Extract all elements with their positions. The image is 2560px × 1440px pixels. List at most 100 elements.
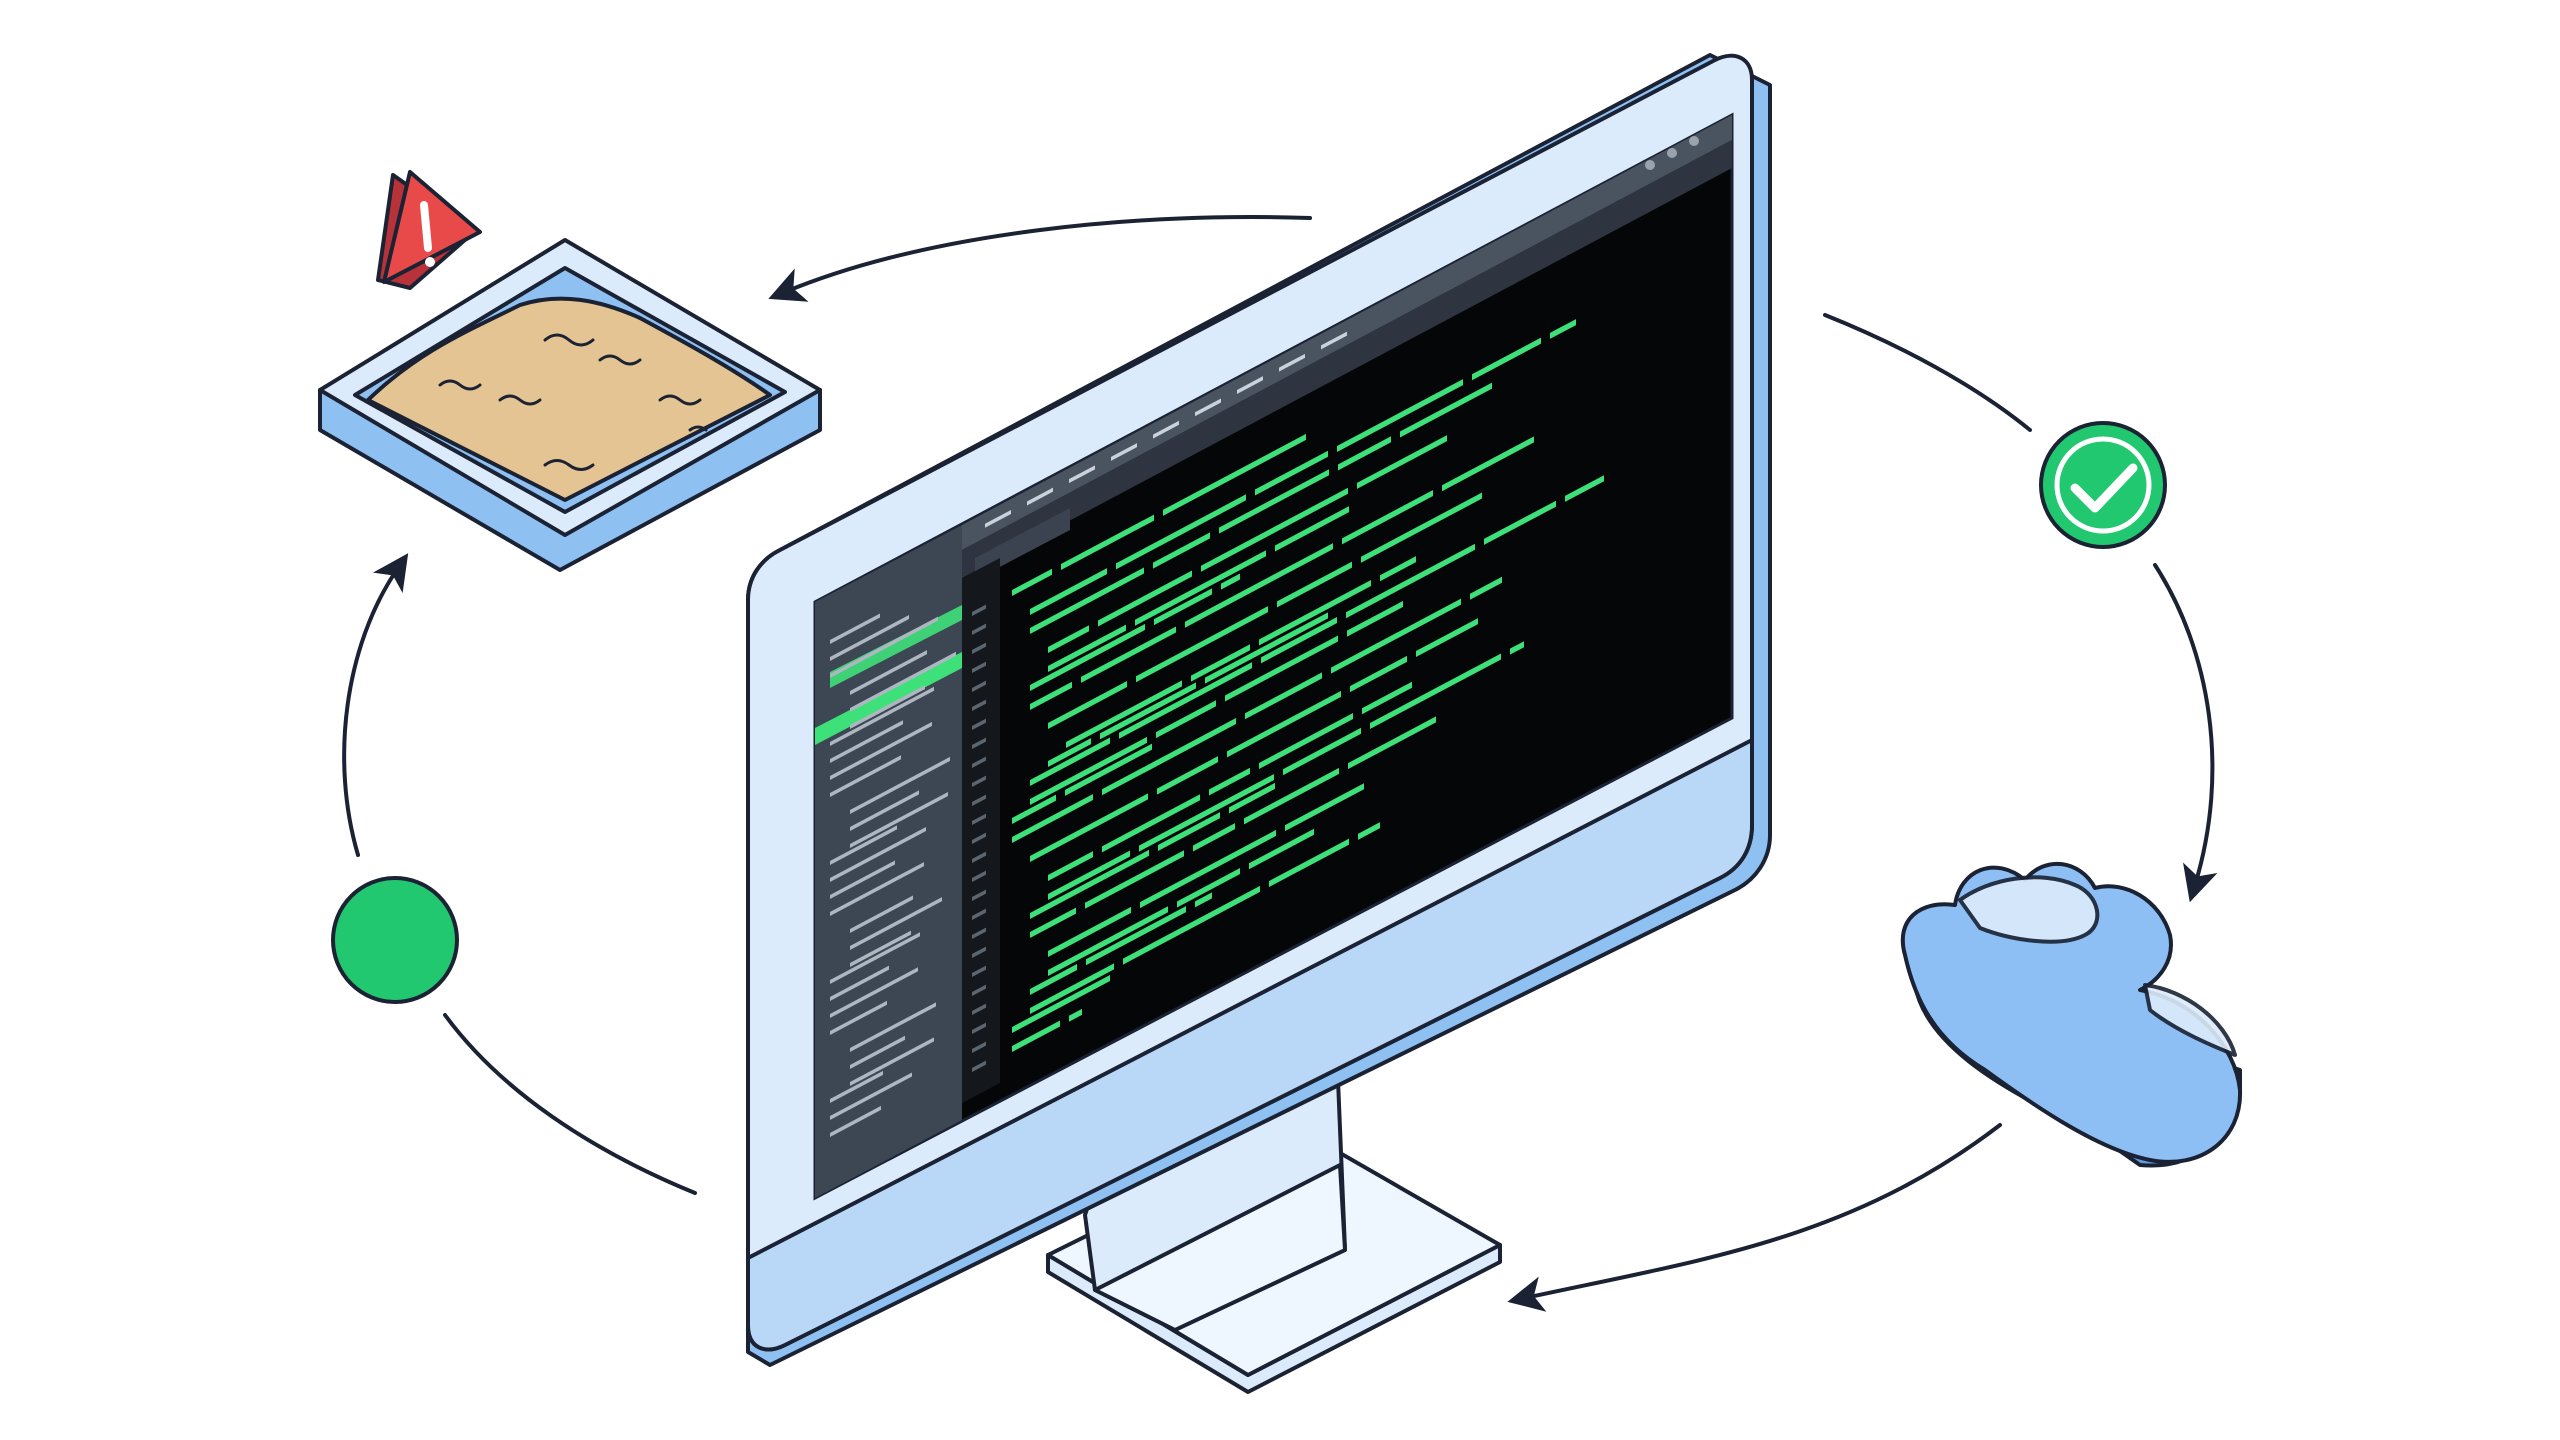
code-lines [972,319,1604,1072]
sidebar-row [850,1035,905,1069]
code-token [1346,543,1475,619]
line-number [972,908,986,920]
code-token [1030,681,1072,710]
code-token [1123,885,1260,965]
code-token [1565,475,1604,502]
line-number [972,661,986,673]
code-token [1283,727,1361,776]
code-token [1229,782,1275,814]
arrow-dot-to-sandbox [342,553,409,857]
code-token [1484,500,1556,545]
sidebar-row [850,685,925,729]
code-token [1135,550,1266,626]
line-number [972,680,986,692]
line-number [972,699,986,711]
code-token [1012,974,1110,1033]
line-number [972,813,986,825]
code-token [1153,532,1210,569]
sidebar-row [830,825,897,865]
code-token [1048,738,1091,767]
sidebar-row [830,613,880,644]
code-token [1048,624,1126,672]
line-number [972,623,986,635]
code-token [1255,450,1328,496]
code-token [1140,829,1276,909]
sidebar-row [830,615,909,661]
code-token [1102,794,1200,853]
code-token [1195,892,1212,908]
sidebar-row [830,860,895,899]
line-number [972,794,986,806]
code-token [1030,849,1149,919]
menu-item [985,509,1011,528]
code-token [1048,851,1093,881]
computer-monitor [746,53,1772,1394]
code-token [1158,812,1220,852]
arrow-computer-to-dot [443,1013,697,1195]
code-token [1086,906,1186,966]
line-number [972,927,986,939]
sidebar-row [830,616,938,678]
line-number [972,718,986,730]
code-token [1030,567,1144,634]
sidebar-row [830,686,934,746]
line-number [972,851,986,863]
code-token [1012,568,1052,596]
sandbox-tray-icon [318,238,822,572]
code-token [1136,606,1268,683]
code-token [1066,680,1182,748]
code-token [1245,672,1322,720]
line-number [972,1003,986,1015]
arrow-cloud-to-computer [1507,1123,2002,1312]
code-token [1193,823,1235,852]
code-token [1012,794,1056,824]
code-token [1085,850,1184,909]
code-token [1259,713,1353,769]
code-token [1361,492,1482,563]
menu-item [1027,487,1053,506]
sidebar-row [830,721,932,780]
code-token [1030,737,1110,786]
line-number [972,1022,986,1034]
code-token [1259,580,1371,646]
sidebar-row [830,1000,887,1035]
code-token [1357,435,1447,489]
line-number [972,642,986,654]
code-token [1347,600,1403,637]
menu-item [1279,353,1305,372]
code-token [1350,655,1407,693]
arrow-computer-to-check [1823,313,2032,432]
line-number [972,775,986,787]
code-token [1249,828,1314,870]
code-token [1102,718,1236,796]
code-token [1061,514,1154,570]
code-token [1510,641,1524,655]
code-token [1219,469,1329,534]
code-token [1116,494,1246,570]
code-token [1081,626,1176,683]
line-number [972,737,986,749]
sidebar-row [850,790,919,831]
code-token [1225,635,1338,702]
line-number [972,870,986,882]
code-token [1275,506,1349,552]
code-token [1358,822,1380,840]
sidebar-row [830,1072,912,1120]
menu-item [1111,443,1137,461]
line-number [972,965,986,977]
code-token [1261,616,1337,664]
code-token [1030,907,1076,938]
sidebar-row [830,862,924,916]
code-token [1048,681,1127,729]
code-token [1191,644,1250,682]
code-token [1472,337,1541,381]
code-token [1048,906,1168,976]
sidebar-row [850,1002,936,1052]
code-token [1185,543,1333,628]
code-token [1030,623,1145,691]
code-token [1139,773,1274,852]
code-token [1342,490,1433,545]
sidebar-row [830,965,889,1001]
code-token [1331,598,1461,674]
